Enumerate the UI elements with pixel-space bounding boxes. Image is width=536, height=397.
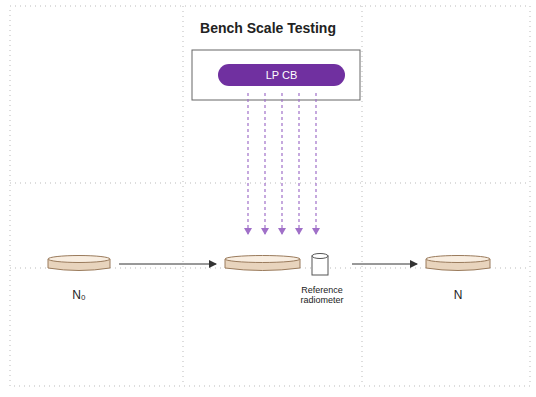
flow-arrow — [352, 264, 417, 265]
petri-dish — [222, 252, 346, 276]
sample-dish: N₀ — [45, 252, 113, 302]
sample-label: Reference radiometer — [298, 286, 346, 306]
lamp-label: LP CB — [228, 69, 335, 81]
lamp-pill: LP CB — [218, 64, 345, 86]
title: Bench Scale Testing — [0, 20, 536, 36]
sample-dish: N — [423, 252, 493, 302]
sample-label: N — [423, 288, 493, 302]
petri-dish — [45, 252, 113, 276]
sample-dish: Reference radiometer — [222, 252, 346, 306]
uv-rays — [248, 93, 316, 234]
sample-label: N₀ — [45, 288, 113, 302]
grid-lines — [10, 6, 530, 386]
petri-dish — [423, 252, 493, 276]
flow-arrow — [119, 264, 216, 265]
lamp-housing — [192, 50, 360, 100]
